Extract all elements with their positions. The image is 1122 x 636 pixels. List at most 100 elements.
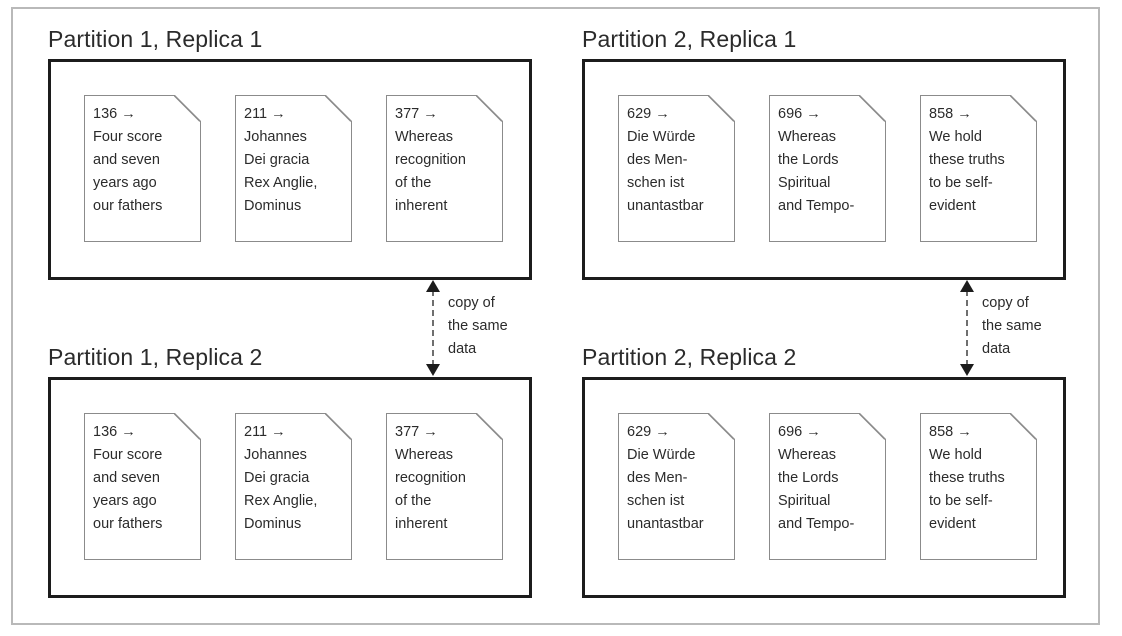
document-key-line: 377 → xyxy=(395,103,499,126)
document-line: the Lords xyxy=(778,470,839,486)
document-row: 629 → Die Würde des Men- schen ist unant… xyxy=(618,413,1037,560)
document-line: Rex Anglie, xyxy=(244,493,318,509)
panel-box: 629 → Die Würde des Men- schen ist unant… xyxy=(582,377,1066,598)
document-line: Spiritual xyxy=(778,175,831,191)
document-line: des Men- xyxy=(627,470,688,486)
arrow-down-icon xyxy=(960,364,974,376)
dashed-line xyxy=(966,290,968,366)
document-line: Rex Anglie, xyxy=(244,175,318,191)
document-line: to be self- xyxy=(929,493,993,509)
arrow-right-icon: → xyxy=(957,424,972,440)
document-line: years ago xyxy=(93,175,157,191)
document-text: 377 → Whereas recognition of the inheren… xyxy=(395,421,499,536)
document-row: 629 → Die Würde des Men- schen ist unant… xyxy=(618,95,1037,242)
document-card[interactable]: 377 → Whereas recognition of the inheren… xyxy=(386,95,503,242)
document-line: to be self- xyxy=(929,175,993,191)
document-line: Spiritual xyxy=(778,493,831,509)
document-card[interactable]: 377 → Whereas recognition of the inheren… xyxy=(386,413,503,560)
arrow-up-icon xyxy=(426,280,440,292)
document-key-line: 136 → xyxy=(93,103,197,126)
document-line: our fathers xyxy=(93,198,163,214)
arrow-right-icon: → xyxy=(271,424,286,440)
document-card[interactable]: 136 → Four score and seven years ago our… xyxy=(84,413,201,560)
document-line: inherent xyxy=(395,198,448,214)
document-card[interactable]: 696 → Whereas the Lords Spiritual and Te… xyxy=(769,413,886,560)
document-key: 377 xyxy=(395,106,420,122)
document-row: 136 → Four score and seven years ago our… xyxy=(84,95,503,242)
document-line: recognition xyxy=(395,152,466,168)
document-line: of the xyxy=(395,493,432,509)
document-line: evident xyxy=(929,198,976,214)
panel-title: Partition 2, Replica 2 xyxy=(582,344,797,370)
document-key-line: 696 → xyxy=(778,103,882,126)
panel-box: 136 → Four score and seven years ago our… xyxy=(48,377,532,598)
connector-label: copy of the same data xyxy=(982,292,1042,361)
document-line: des Men- xyxy=(627,152,688,168)
document-text: 858 → We hold these truths to be self- e… xyxy=(929,103,1033,218)
document-text: 696 → Whereas the Lords Spiritual and Te… xyxy=(778,103,882,218)
document-line: and seven xyxy=(93,470,160,486)
connector-label-line: data xyxy=(982,341,1011,357)
document-card[interactable]: 211 → Johannes Dei gracia Rex Anglie, Do… xyxy=(235,95,352,242)
document-key-line: 858 → xyxy=(929,421,1033,444)
document-line: schen ist xyxy=(627,175,685,191)
document-line: schen ist xyxy=(627,493,685,509)
document-key-line: 629 → xyxy=(627,421,731,444)
arrow-up-icon xyxy=(960,280,974,292)
document-card[interactable]: 629 → Die Würde des Men- schen ist unant… xyxy=(618,95,735,242)
arrow-right-icon: → xyxy=(121,106,136,122)
document-card[interactable]: 696 → Whereas the Lords Spiritual and Te… xyxy=(769,95,886,242)
document-key-line: 136 → xyxy=(93,421,197,444)
document-key: 377 xyxy=(395,424,420,440)
arrow-right-icon: → xyxy=(806,106,821,122)
document-text: 211 → Johannes Dei gracia Rex Anglie, Do… xyxy=(244,103,348,218)
document-key-line: 696 → xyxy=(778,421,882,444)
connector-label: copy of the same data xyxy=(448,292,508,361)
panel-box: 629 → Die Würde des Men- schen ist unant… xyxy=(582,59,1066,280)
panel-partition-2-replica-1: Partition 2, Replica 1 629 → Die Würde d… xyxy=(582,25,1066,280)
arrow-right-icon: → xyxy=(806,424,821,440)
document-text: 136 → Four score and seven years ago our… xyxy=(93,103,197,218)
document-line: these truths xyxy=(929,152,1005,168)
document-text: 377 → Whereas recognition of the inheren… xyxy=(395,103,499,218)
document-card[interactable]: 858 → We hold these truths to be self- e… xyxy=(920,95,1037,242)
document-card[interactable]: 858 → We hold these truths to be self- e… xyxy=(920,413,1037,560)
connector-label-line: data xyxy=(448,341,477,357)
document-row: 136 → Four score and seven years ago our… xyxy=(84,413,503,560)
replication-connector-partition-2: copy of the same data xyxy=(960,280,1086,376)
document-line: and Tempo- xyxy=(778,516,855,532)
document-key: 858 xyxy=(929,424,954,440)
document-key: 136 xyxy=(93,424,118,440)
arrow-right-icon: → xyxy=(121,424,136,440)
document-key: 629 xyxy=(627,424,652,440)
document-key: 211 xyxy=(244,424,268,440)
document-line: our fathers xyxy=(93,516,163,532)
document-card[interactable]: 136 → Four score and seven years ago our… xyxy=(84,95,201,242)
document-key-line: 211 → xyxy=(244,103,348,126)
connector-label-line: the same xyxy=(448,318,508,334)
document-line: Whereas xyxy=(395,129,454,145)
document-line: Four score xyxy=(93,129,163,145)
arrow-right-icon: → xyxy=(655,424,670,440)
connector-label-line: copy of xyxy=(448,295,495,311)
document-key: 211 xyxy=(244,106,268,122)
document-key-line: 377 → xyxy=(395,421,499,444)
document-text: 858 → We hold these truths to be self- e… xyxy=(929,421,1033,536)
document-line: unantastbar xyxy=(627,516,704,532)
document-key: 696 xyxy=(778,106,803,122)
document-line: Four score xyxy=(93,447,163,463)
arrow-right-icon: → xyxy=(423,106,438,122)
document-line: Die Würde xyxy=(627,447,696,463)
document-line: Whereas xyxy=(778,129,837,145)
connector-label-line: the same xyxy=(982,318,1042,334)
document-line: Die Würde xyxy=(627,129,696,145)
document-line: Dei gracia xyxy=(244,470,310,486)
document-line: these truths xyxy=(929,470,1005,486)
connector-label-line: copy of xyxy=(982,295,1029,311)
document-line: years ago xyxy=(93,493,157,509)
document-card[interactable]: 211 → Johannes Dei gracia Rex Anglie, Do… xyxy=(235,413,352,560)
document-text: 629 → Die Würde des Men- schen ist unant… xyxy=(627,421,731,536)
document-card[interactable]: 629 → Die Würde des Men- schen ist unant… xyxy=(618,413,735,560)
document-key-line: 211 → xyxy=(244,421,348,444)
